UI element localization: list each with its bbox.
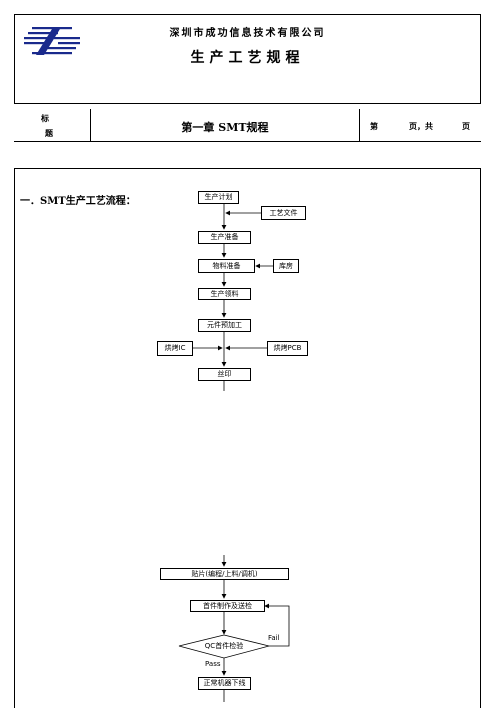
title-row — [14, 109, 481, 144]
chapter-title: 第一章 SMT规程 — [181, 121, 269, 134]
flow-material-pick: 生产领料 — [198, 288, 251, 300]
title-label-1: 标 — [41, 113, 49, 123]
flow-pass-label: Pass — [205, 660, 221, 668]
section-heading: 一．SMT生产工艺流程： — [20, 196, 136, 207]
flow-bake-ic: 烘烤IC — [157, 341, 193, 356]
flow-production: 正常机器下线 — [198, 677, 251, 690]
flow-prep: 生产准备 — [198, 231, 251, 244]
flow-preprocess: 元件预加工 — [198, 319, 251, 332]
company-name: 深圳市成功信息技术有限公司 — [169, 28, 326, 39]
flow-bake-pcb: 烘烤PCB — [267, 341, 308, 356]
flow-process-doc: 工艺文件 — [261, 206, 306, 220]
page-mid: 页，共 — [409, 121, 433, 131]
flow-print: 丝印 — [198, 368, 251, 381]
flow-plan: 生产计划 — [198, 191, 239, 204]
page-suffix: 页 — [462, 121, 470, 131]
flow-warehouse: 库房 — [273, 259, 299, 273]
flow-first-piece: 首件制作及送检 — [190, 600, 265, 612]
header-frame — [14, 14, 481, 104]
document-title: 生产工艺规程 — [190, 50, 305, 66]
page-prefix: 第 — [370, 121, 378, 131]
title-label-2: 题 — [45, 128, 53, 138]
flow-fail-label: Fail — [268, 634, 280, 642]
flow-material-prep: 物料准备 — [198, 259, 255, 273]
company-logo — [24, 25, 80, 59]
flow-mount: 贴片(编程/上料/调机) — [160, 568, 289, 580]
flow-qc: QC首件检验 — [204, 642, 244, 650]
body-frame — [14, 168, 481, 708]
